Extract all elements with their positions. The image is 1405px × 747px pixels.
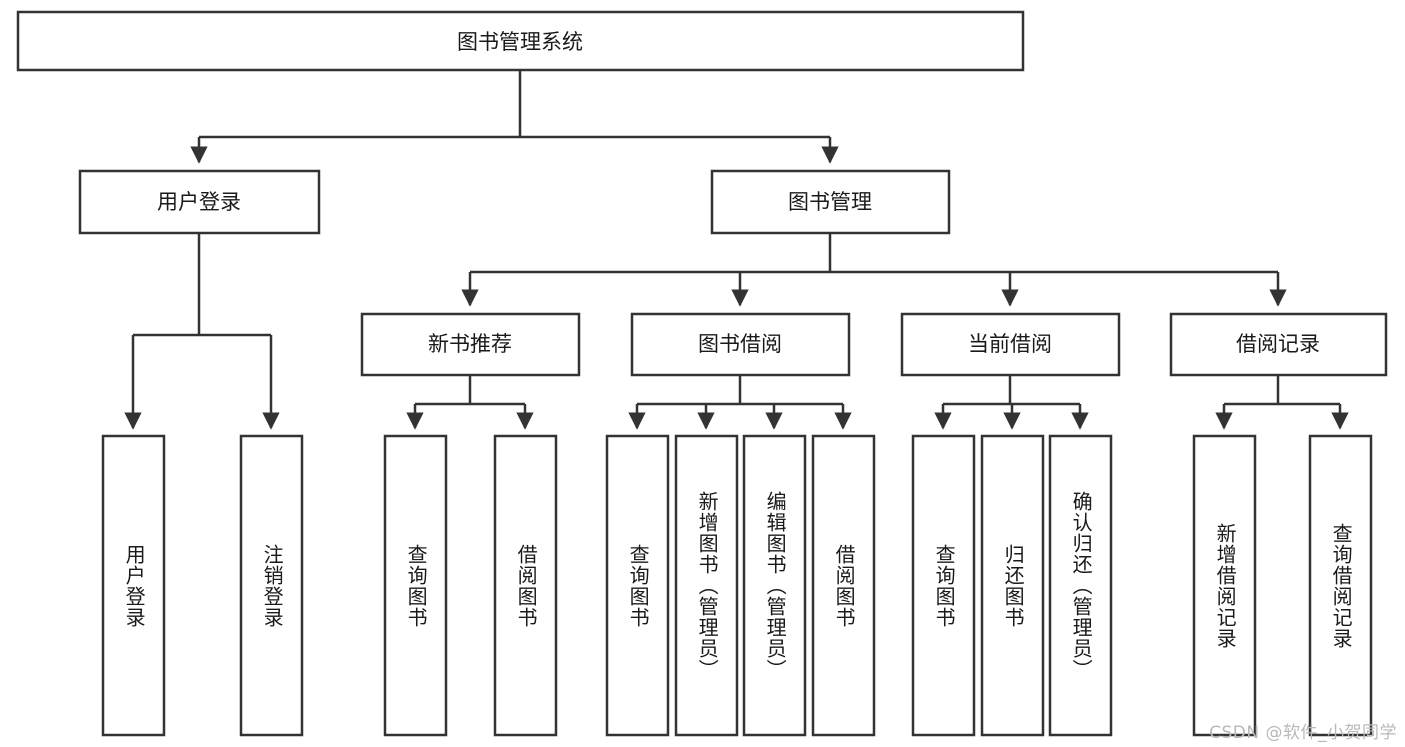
leaf-box-record-query[interactable] [1308, 434, 1373, 737]
node-book-borrow-label: 图书借阅 [698, 332, 782, 356]
node-new-book-recommend-label: 新书推荐 [428, 332, 512, 356]
node-root-label: 图书管理系统 [457, 30, 583, 54]
leaf-box-borrow-lend[interactable] [811, 434, 876, 737]
leaf-box-borrow-add[interactable] [674, 434, 739, 737]
leaf-box-newbook-query[interactable] [383, 434, 448, 737]
leaf-box-user-login-logout[interactable] [239, 434, 304, 737]
node-borrow-record-label: 借阅记录 [1236, 332, 1320, 356]
leaf-box-newbook-borrow[interactable] [493, 434, 558, 737]
node-book-management[interactable]: 图书管理 [710, 169, 951, 235]
node-book-management-label: 图书管理 [788, 190, 872, 214]
connector-current-to-leaves [934, 375, 1089, 430]
connector-borrow-to-leaves [628, 375, 852, 430]
leaf-box-current-confirm[interactable] [1048, 434, 1113, 737]
connector-userlogin-to-leaves [124, 233, 280, 430]
node-root[interactable]: 图书管理系统 [16, 10, 1025, 72]
node-current-borrow-label: 当前借阅 [968, 332, 1052, 356]
leaf-box-borrow-edit[interactable] [742, 434, 807, 737]
connector-newbook-to-leaves [406, 375, 534, 430]
node-current-borrow[interactable]: 当前借阅 [900, 312, 1121, 377]
leaf-box-current-query[interactable] [911, 434, 976, 737]
node-new-book-recommend[interactable]: 新书推荐 [360, 312, 581, 377]
csdn-watermark: CSDN @软件_小贺同学 [1209, 723, 1397, 743]
leaf-box-record-add[interactable] [1192, 434, 1257, 737]
node-user-login[interactable]: 用户登录 [78, 169, 321, 235]
leaf-box-current-return[interactable] [980, 434, 1045, 737]
connector-bookmgmt-to-level3 [461, 233, 1287, 307]
leaf-box-user-login-login[interactable] [101, 434, 166, 737]
connector-root-to-level2 [190, 70, 839, 164]
leaf-box-borrow-query[interactable] [605, 434, 670, 737]
node-book-borrow[interactable]: 图书借阅 [630, 312, 851, 377]
node-user-login-label: 用户登录 [157, 190, 241, 214]
connector-record-to-leaves [1215, 375, 1349, 430]
node-borrow-record[interactable]: 借阅记录 [1169, 312, 1388, 377]
